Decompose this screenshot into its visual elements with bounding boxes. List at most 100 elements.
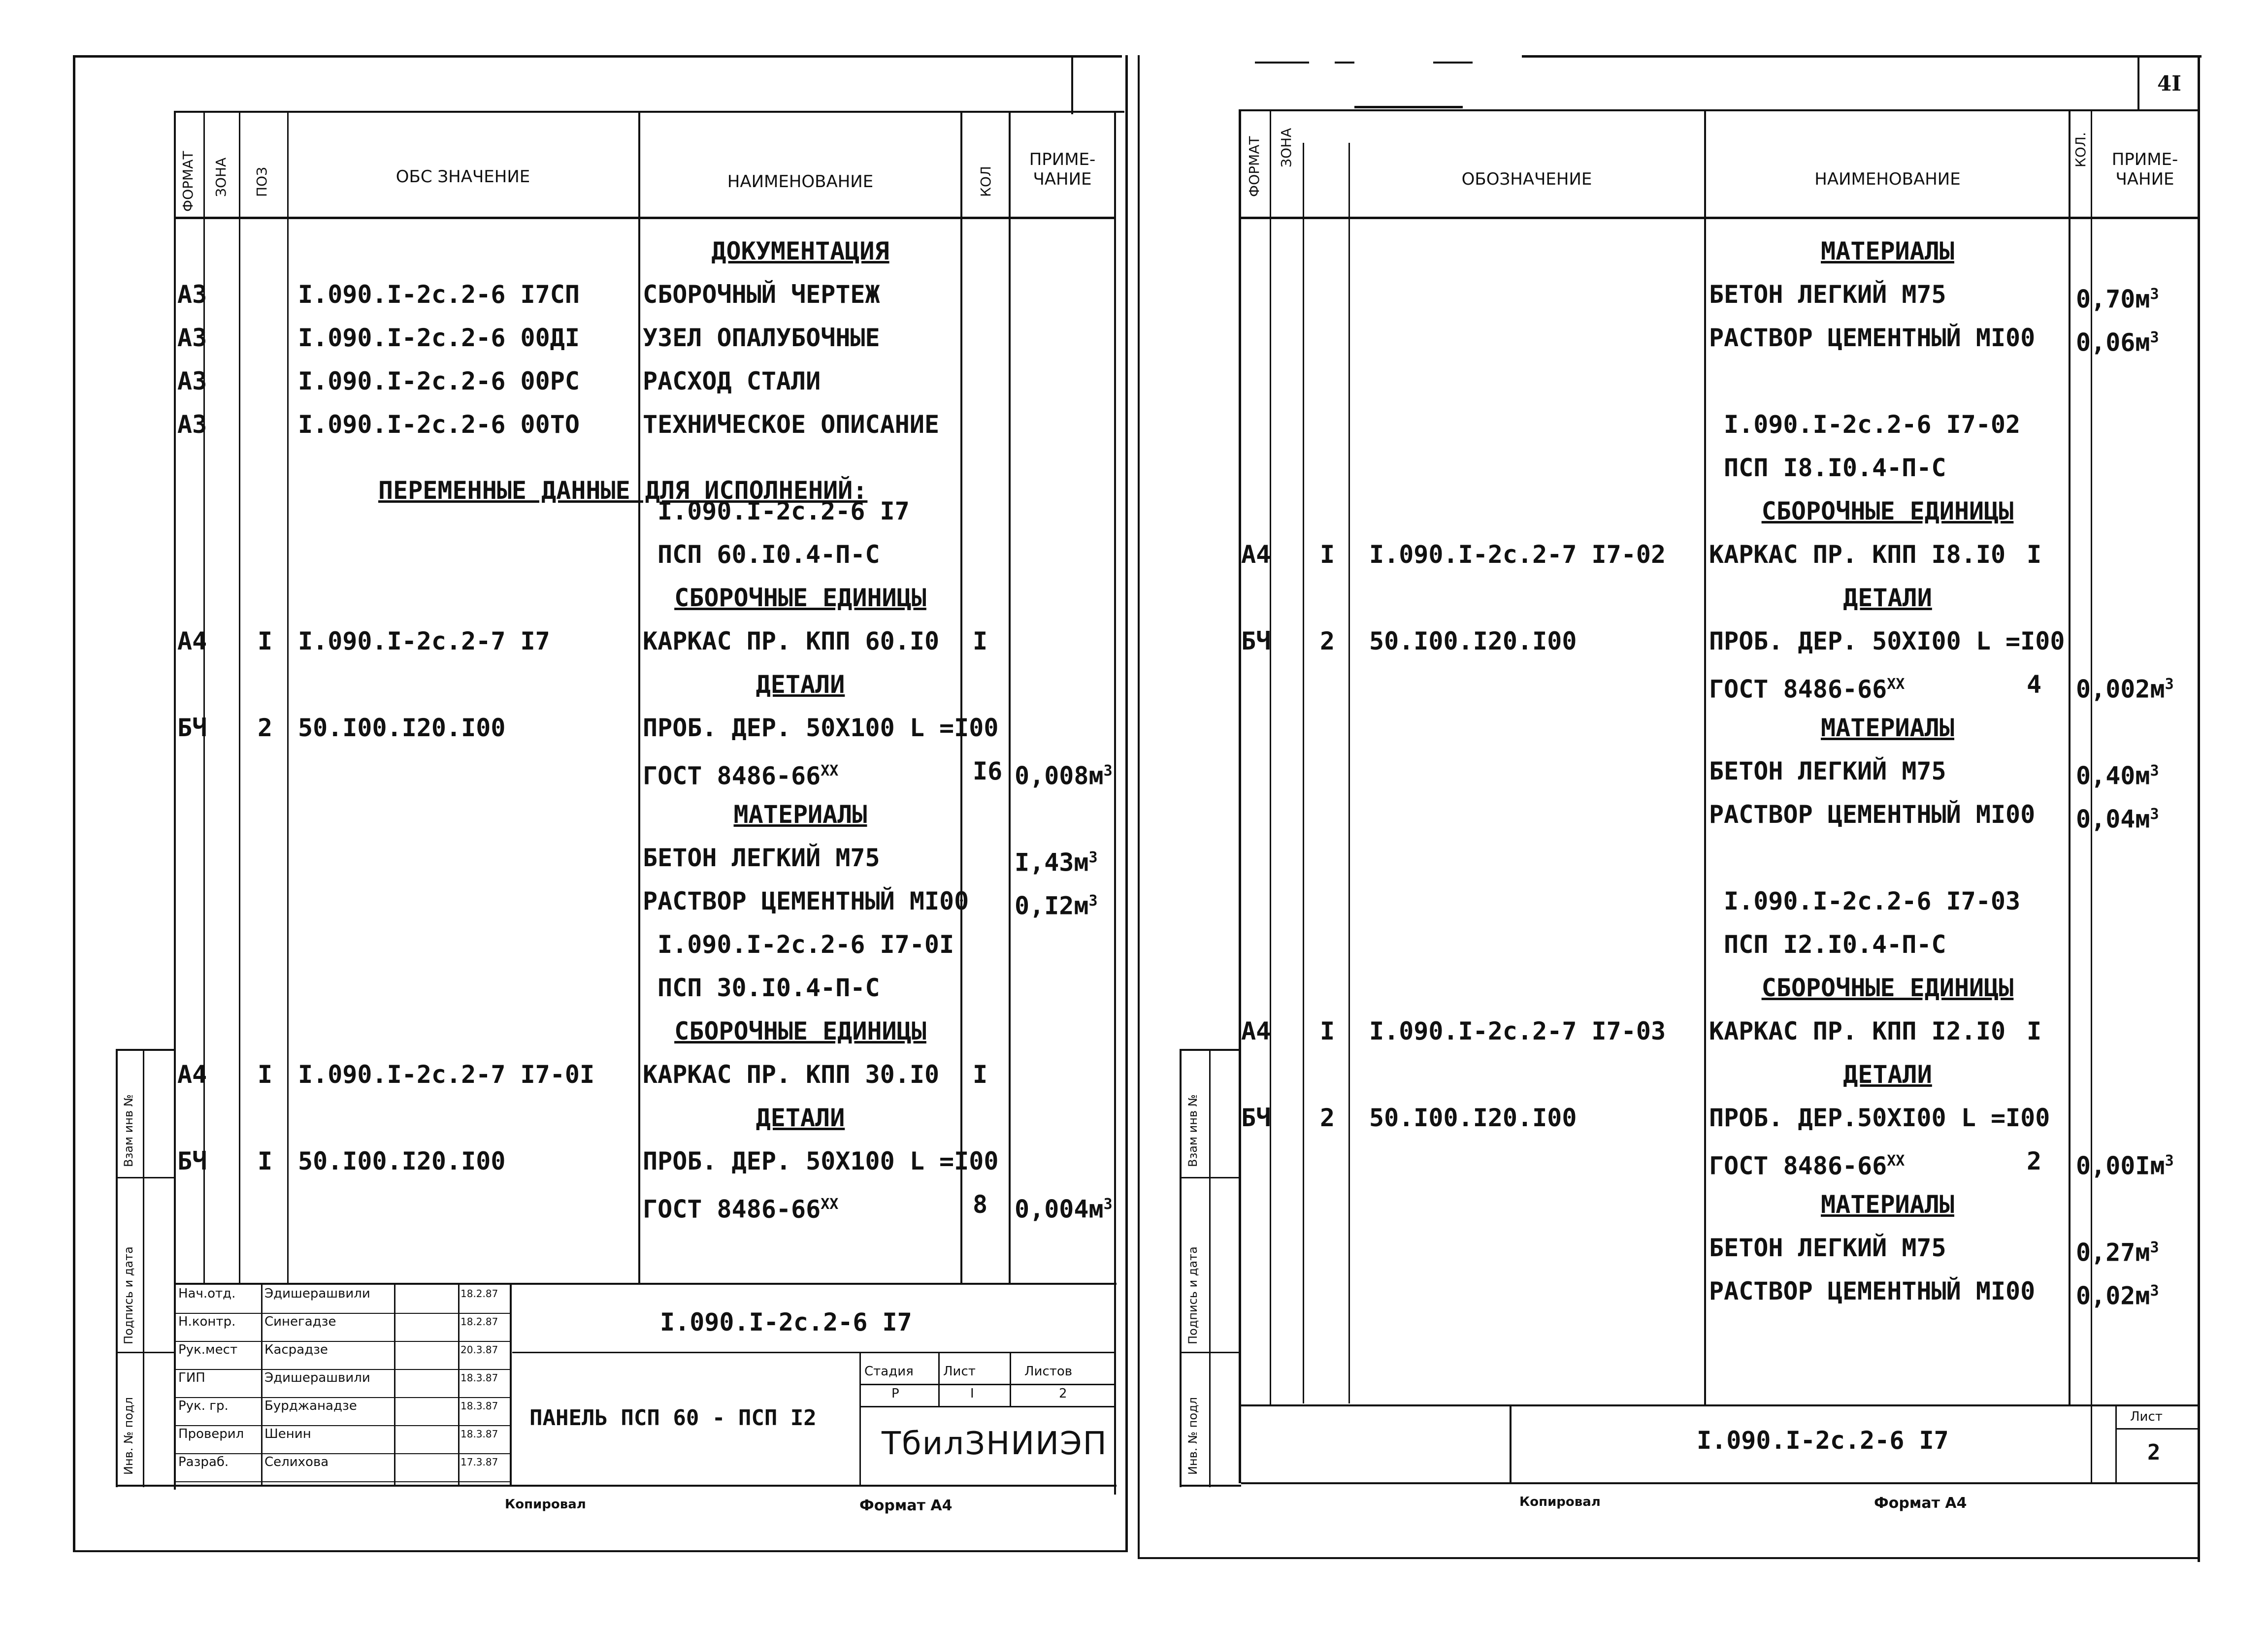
row-name: ПСП I2.I0.4-П-С: [1724, 930, 1946, 959]
row-name: I.090.I-2с.2-6 I7-0I: [657, 930, 954, 959]
row-designation: I.090.I-2с.2-6 00ТО: [298, 410, 580, 439]
doc-code-left: I.090.I-2с.2-6 I7: [660, 1308, 912, 1336]
row-designation: 50.I00.I20.I00: [298, 714, 506, 742]
variable-data-heading: ПЕРЕМЕННЫЕ ДАННЫЕ ДЛЯ ИСПОЛНЕНИЙ:: [378, 476, 868, 505]
r-side-inv-no: Инв. № подл: [1186, 1397, 1200, 1475]
row-name: ТЕХНИЧЕСКОЕ ОПИСАНИЕ: [643, 410, 940, 439]
person-name: Эдишерашвили: [264, 1370, 370, 1385]
row-designation: 50.I00.I20.I00: [298, 1147, 506, 1175]
row-quantity: 4: [2027, 670, 2042, 699]
person-date: 18.2.87: [460, 1288, 498, 1300]
r-header-designation: ОБОЗНАЧЕНИЕ: [1461, 169, 1592, 189]
page-number: 4I: [2157, 71, 2181, 96]
r-header-note-2: ЧАНИЕ: [2115, 169, 2174, 189]
row-name: ПСП 60.I0.4-П-С: [657, 540, 880, 569]
section-heading: СБОРОЧНЫЕ ЕДИНИЦЫ: [1761, 974, 2014, 1002]
r-sheet-value: 2: [2147, 1440, 2161, 1465]
row-note: 0,002м3: [2076, 675, 2174, 704]
org-name: ТбилЗНИИЭП: [882, 1426, 1108, 1462]
header-designation: ОБС ЗНАЧЕНИЕ: [395, 167, 530, 187]
row-format: БЧ: [177, 714, 207, 742]
row-name: ПРОБ. ДЕР. 50Х100 L =I00: [643, 714, 999, 742]
row-name: КАРКАС ПР. КПП I8.I0: [1709, 540, 2006, 569]
r-sheet-label: Лист: [2130, 1409, 2163, 1424]
row-note: 0,I2м3: [1015, 891, 1098, 920]
row-quantity: I6: [973, 757, 1003, 785]
row-designation: I.090.I-2с.2-6 00РС: [298, 367, 580, 395]
footer-left-copied: Копировал: [505, 1497, 586, 1512]
header-zone: ЗОНА: [213, 157, 229, 197]
footer-right-format: Формат А4: [1874, 1495, 1967, 1512]
row-note: 0,27м3: [2076, 1238, 2159, 1267]
section-heading: ДЕТАЛИ: [1843, 1060, 1932, 1089]
row-format: А3: [177, 410, 207, 439]
row-quantity: 2: [2027, 1147, 2042, 1175]
person-date: 20.3.87: [460, 1344, 498, 1356]
header-note-2: ЧАНИЕ: [1033, 169, 1092, 189]
row-name: ГОСТ 8486-66ХХ: [1709, 1151, 1905, 1180]
row-quantity: I: [973, 1060, 988, 1089]
row-name: БЕТОН ЛЕГКИЙ М75: [1709, 280, 1946, 309]
row-format: А4: [1241, 540, 1271, 569]
doc-code-right: I.090.I-2с.2-6 I7: [1697, 1426, 1949, 1455]
header-note-1: ПРИМЕ-: [1029, 150, 1096, 169]
person-date: 17.3.87: [460, 1456, 498, 1468]
row-name: РАСТВОР ЦЕМЕНТНЫЙ МI00: [643, 887, 969, 915]
row-quantity: I: [2027, 540, 2042, 569]
row-note: 0,004м3: [1015, 1195, 1113, 1224]
row-position: I: [1320, 1017, 1335, 1045]
row-name: БЕТОН ЛЕГКИЙ М75: [1709, 1234, 1946, 1262]
person-role: Н.контр.: [178, 1314, 236, 1329]
row-position: I: [258, 1147, 273, 1175]
row-note: 0,06м3: [2076, 328, 2159, 357]
section-heading: ДЕТАЛИ: [1843, 584, 1932, 612]
side-replace-inv: Взам инв №: [122, 1094, 135, 1167]
row-name: БЕТОН ЛЕГКИЙ М75: [1709, 757, 1946, 785]
person-name: Бурджанадзе: [264, 1399, 357, 1413]
row-designation: I.090.I-2с.2-7 I7-03: [1369, 1017, 1666, 1045]
person-date: 18.3.87: [460, 1372, 498, 1384]
r-header-zone: ЗОНА: [1278, 128, 1294, 167]
row-format: А3: [177, 367, 207, 395]
row-name: I.090.I-2с.2-6 I7-02: [1724, 410, 2021, 439]
r-side-sign-date: Подпись и дата: [1186, 1246, 1200, 1344]
person-date: 18.2.87: [460, 1316, 498, 1328]
section-heading: МАТЕРИАЛЫ: [1821, 237, 1954, 265]
row-designation: I.090.I-2с.2-6 00ДI: [298, 324, 580, 352]
section-heading: ДОКУМЕНТАЦИЯ: [711, 237, 889, 265]
row-designation: I.090.I-2с.2-7 I7: [298, 627, 550, 655]
row-position: I: [1320, 540, 1335, 569]
row-name: ПРОБ. ДЕР. 50Х100 L =I00: [643, 1147, 999, 1175]
section-heading: СБОРОЧНЫЕ ЕДИНИЦЫ: [674, 584, 926, 612]
row-quantity: I: [973, 627, 988, 655]
row-format: А4: [177, 1060, 207, 1089]
row-name: ГОСТ 8486-66ХХ: [643, 1195, 839, 1224]
row-format: А4: [1241, 1017, 1271, 1045]
sheets-value: 2: [1059, 1386, 1067, 1401]
row-note: 0,008м3: [1015, 761, 1113, 790]
row-name: ПСП I8.I0.4-П-С: [1724, 454, 1946, 482]
person-date: 18.3.87: [460, 1400, 498, 1412]
person-name: Шенин: [264, 1427, 311, 1441]
row-name: РАСТВОР ЦЕМЕНТНЫЙ МI00: [1709, 1277, 2036, 1305]
person-name: Синегадзе: [264, 1314, 336, 1329]
row-format: А4: [177, 627, 207, 655]
row-quantity: 8: [973, 1190, 988, 1219]
row-name: РАСХОД СТАЛИ: [643, 367, 821, 395]
row-designation: 50.I00.I20.I00: [1369, 1104, 1577, 1132]
stage-value: Р: [891, 1386, 899, 1401]
row-note: 0,00Iм3: [2076, 1151, 2174, 1180]
stage-label: Стадия: [864, 1364, 914, 1379]
row-position: I: [258, 1060, 273, 1089]
person-role: Проверил: [178, 1427, 244, 1441]
person-name: Касрадзе: [264, 1342, 328, 1357]
row-format: БЧ: [177, 1147, 207, 1175]
row-quantity: I: [2027, 1017, 2042, 1045]
section-heading: МАТЕРИАЛЫ: [1821, 714, 1954, 742]
row-name: СБОРОЧНЫЙ ЧЕРТЕЖ: [643, 280, 880, 309]
row-position: I: [258, 627, 273, 655]
row-name: ГОСТ 8486-66ХХ: [1709, 675, 1905, 704]
footer-right-copied: Копировал: [1519, 1495, 1601, 1509]
row-designation: I.090.I-2с.2-7 I7-0I: [298, 1060, 595, 1089]
header-qty: КОЛ: [978, 166, 994, 197]
